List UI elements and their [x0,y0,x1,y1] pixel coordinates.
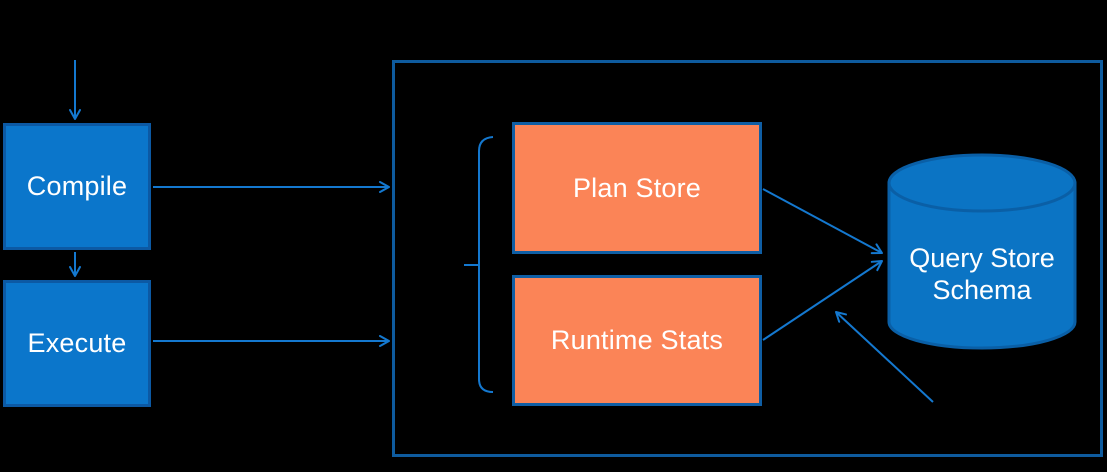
compile-box: Compile [3,123,151,250]
runtime-stats-label: Runtime Stats [550,325,724,355]
compile-label: Compile [26,171,128,201]
execute-box: Execute [3,280,151,407]
execute-label: Execute [27,328,127,358]
query-store-schema-label: Query Store Schema [909,242,1055,305]
query-store-container-box [392,60,1103,457]
runtime-stats-box: Runtime Stats [512,275,762,406]
plan-store-box: Plan Store [512,122,762,254]
plan-store-label: Plan Store [572,172,702,203]
